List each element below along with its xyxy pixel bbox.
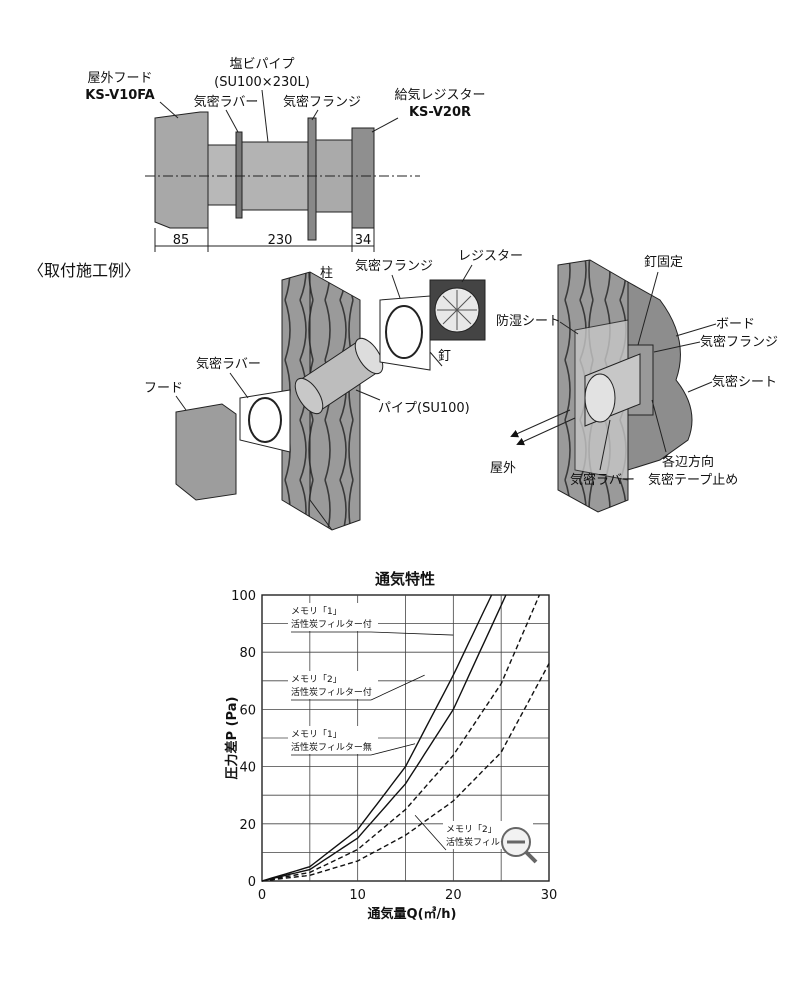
supply-register-shape (351, 127, 375, 229)
nail-fix-label: 釘固定 (644, 254, 683, 270)
legend-bg (288, 603, 378, 631)
right-flange-label: 気密フランジ (700, 334, 778, 350)
legend-text: メモリ「1」 (291, 606, 342, 617)
legend-leader (370, 743, 416, 756)
series (261, 594, 550, 882)
dimension-lines (154, 228, 375, 252)
mid-right-illustration: 釘固定 防湿シート ボード 気密フランジ 気密シート 屋外 各辺方向 気密テープ… (490, 254, 778, 513)
hood-model: KS-V10FA (85, 88, 155, 103)
grid (262, 595, 549, 881)
y-tick-label: 100 (231, 589, 256, 604)
legend-bg (288, 671, 378, 699)
dim-34: 34 (355, 233, 372, 248)
mid-pipe-label: パイプ(SU100) (378, 401, 470, 416)
dim-85: 85 (173, 233, 190, 248)
hood-shape (175, 403, 237, 501)
moisture-sheet-label: 防湿シート (496, 313, 561, 329)
mid-rubber-label: 気密ラバー (196, 356, 261, 372)
mid-hood-label: フード (144, 381, 183, 396)
board-label: ボード (716, 317, 755, 332)
series-line-2 (261, 594, 507, 882)
flange-label-top: 気密フランジ (283, 94, 361, 110)
legend-text: 活性炭フィルター付 (291, 618, 372, 630)
outdoor-label: 屋外 (490, 461, 516, 476)
tape-label-1: 各辺方向 (662, 454, 714, 470)
mid-register-label: レジスター (458, 249, 523, 264)
series-line-1 (261, 594, 493, 882)
register-label: 給気レジスター (394, 87, 485, 103)
hood-neck (207, 144, 239, 206)
x-axis-label: 通気量Q(㎥/h) (368, 906, 457, 922)
legend: メモリ「1」活性炭フィルター付メモリ「2」活性炭フィルター付メモリ「1」活性炭フ… (288, 603, 533, 851)
x-tick-label: 30 (541, 888, 558, 903)
zoom-icon[interactable] (501, 827, 538, 864)
chart-title: 通気特性 (375, 570, 435, 588)
x-ticks: 0 10 20 30 (258, 888, 557, 903)
rubber-label-top: 気密ラバー (194, 94, 259, 110)
x-tick-label: 0 (258, 888, 266, 903)
tape-label-2: 気密テープ止め (648, 472, 738, 488)
y-tick-label: 40 (239, 761, 256, 776)
legend-text: メモリ「2」 (291, 674, 342, 685)
right-rubber-label: 気密ラバー (570, 472, 635, 488)
y-axis-label: 圧力差P (Pa) (224, 697, 240, 780)
pipe-spec: (SU100×230L) (214, 75, 310, 90)
legend-bg (288, 726, 378, 754)
pillar-label: 柱 (320, 266, 333, 281)
hood-label: 屋外フード (87, 71, 152, 86)
x-tick-label: 20 (445, 888, 462, 903)
pipe-label: 塩ビパイプ (229, 57, 294, 72)
mid-flange-label: 気密フランジ (355, 258, 433, 274)
legend-text: 活性炭フィルター付 (291, 686, 372, 698)
series-line-4 (261, 663, 550, 882)
legend-leader (370, 631, 454, 636)
nail-label: 釘 (438, 348, 451, 364)
section-title: 〈取付施工例〉 (28, 261, 140, 280)
airtight-rubber-shape (235, 131, 243, 219)
dim-230: 230 (268, 233, 293, 248)
airtight-sheet-label: 気密シート (712, 374, 777, 390)
y-tick-label: 80 (239, 646, 256, 661)
airtight-flange-shape (307, 117, 317, 241)
top-assembly: 85 230 34 屋外フード KS-V10FA 塩ビパイプ (SU100×23… (85, 57, 486, 252)
x-tick-label: 10 (349, 888, 366, 903)
mid-left-illustration: 柱 気密フランジ レジスター 気密ラバー フード 釘 パイプ(SU100) (144, 249, 523, 531)
legend-text: 活性炭フィルター無 (291, 741, 372, 753)
y-tick-label: 0 (248, 875, 256, 890)
y-ticks: 0 20 40 60 80 100 (231, 589, 256, 890)
board-shape (627, 281, 693, 471)
legend-text: メモリ「1」 (291, 729, 342, 740)
series-line-3 (261, 594, 541, 882)
legend-leader (370, 674, 425, 701)
register-model: KS-V20R (409, 105, 471, 120)
y-tick-label: 60 (239, 703, 256, 718)
y-tick-label: 20 (239, 818, 256, 833)
outdoor-hood-shape (154, 111, 209, 229)
legend-leader (414, 814, 447, 851)
legend-text: メモリ「2」 (446, 824, 497, 835)
